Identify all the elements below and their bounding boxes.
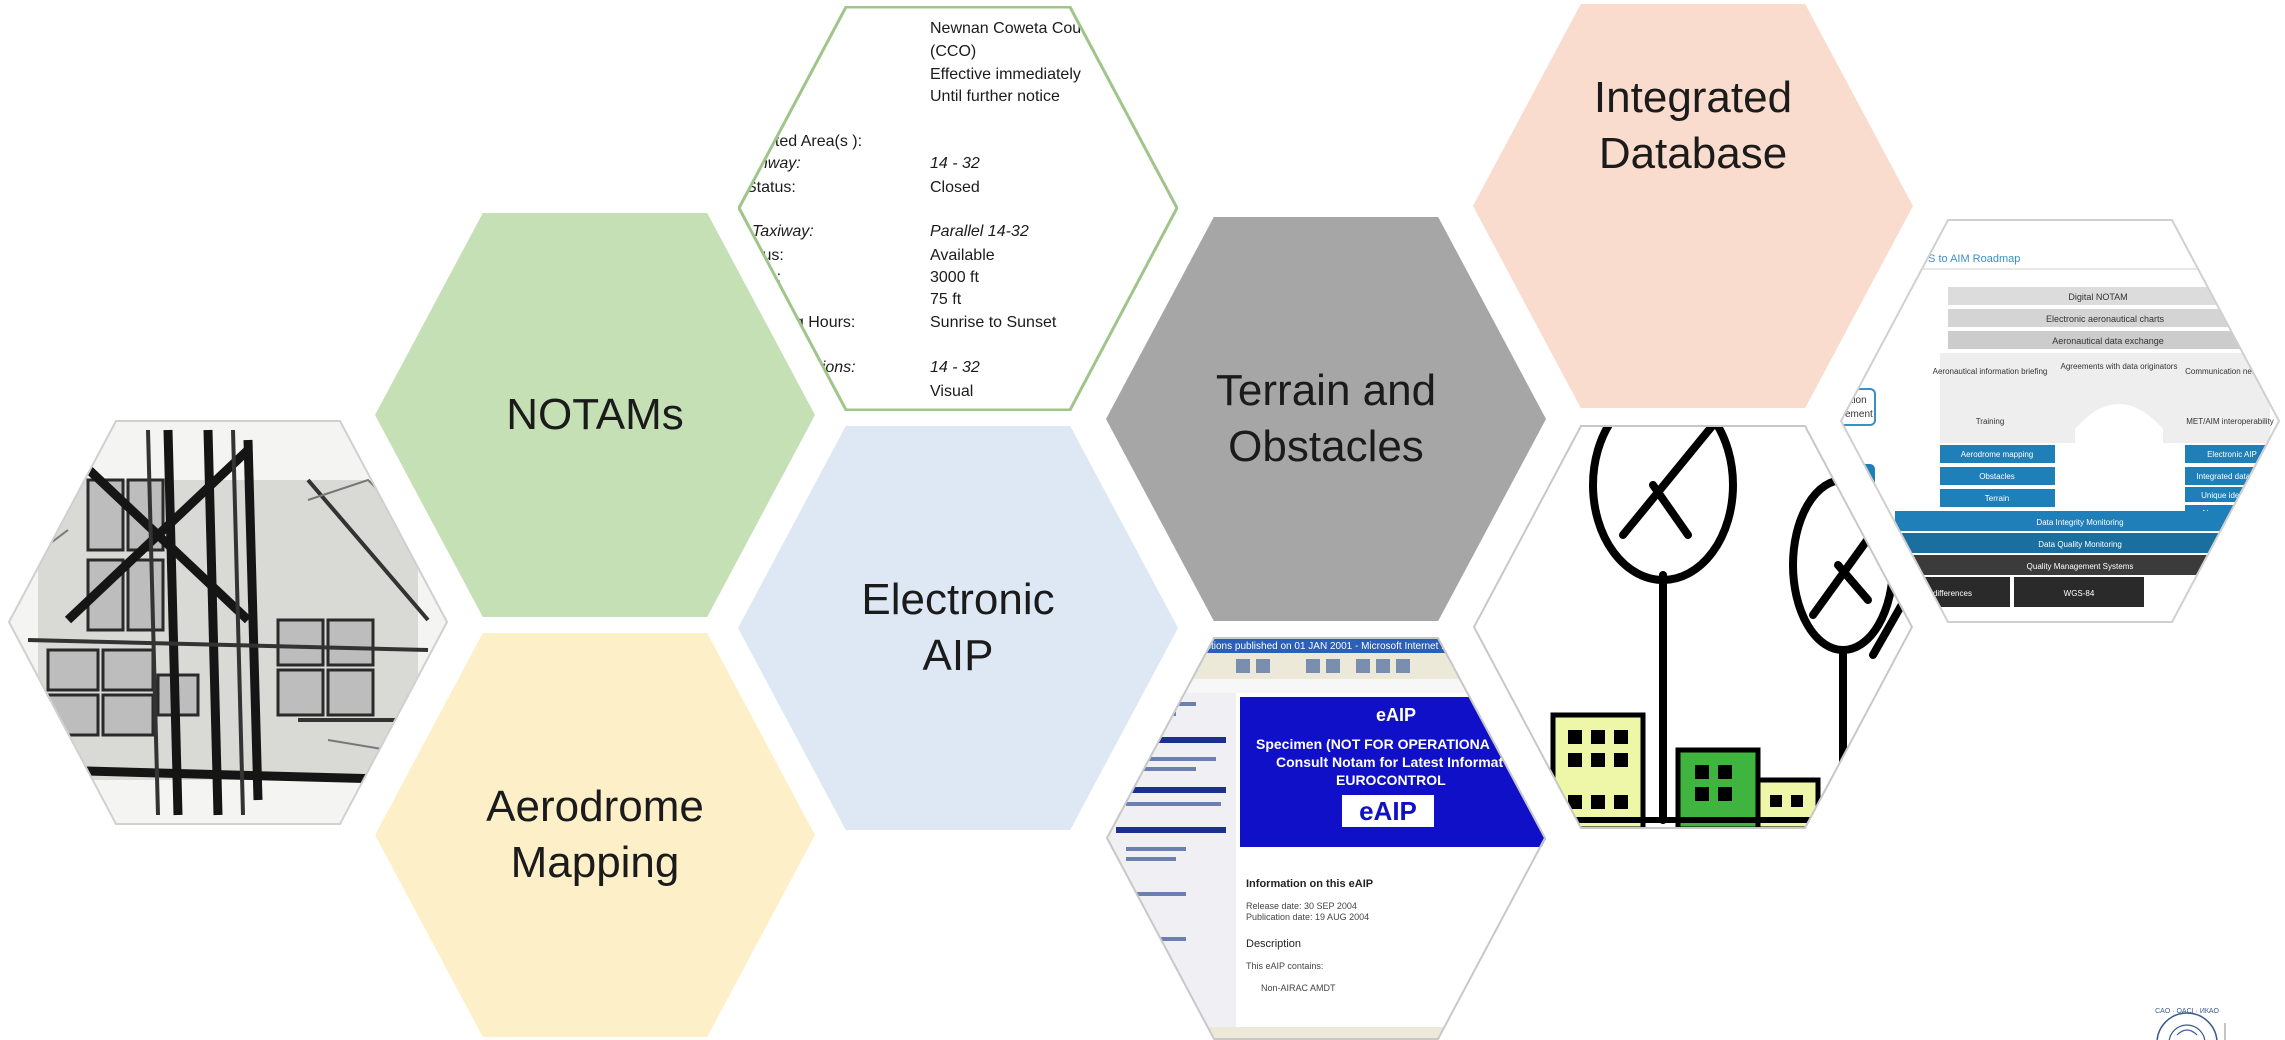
svg-text:CAO · OACI · ИКАО: CAO · OACI · ИКАО bbox=[2155, 1008, 2219, 1015]
aim-roadmap-image: IS to AIM Roadmap Digital NOTAM Electron… bbox=[1840, 219, 2280, 623]
eaip-screenshot-image: ctions published on 01 JAN 2001 - Micros… bbox=[1106, 637, 1546, 1040]
roadmap-title: IS to AIM Roadmap bbox=[1925, 253, 2020, 265]
notam-r9-label: tus: bbox=[758, 247, 784, 264]
roadmap-base2: Data Quality Monitoring bbox=[2038, 540, 2122, 549]
eaip-release-date: Release date: 30 SEP 2004 bbox=[1246, 901, 1357, 911]
roadmap-col3: Communication networks bbox=[2185, 367, 2275, 376]
notam-r13-value: 14 - 32 bbox=[930, 359, 980, 376]
notam-r3-value: Effective immediately bbox=[930, 66, 1081, 83]
notam-r7-label: Status: bbox=[746, 179, 796, 196]
roadmap-right3: Unique identifiers bbox=[2201, 491, 2263, 500]
terrain-obstacles-tile: Terrain and Obstacles bbox=[1106, 217, 1546, 621]
notam-r9-value: Available bbox=[930, 247, 995, 264]
notam-r10-value: 3000 ft bbox=[930, 269, 979, 286]
notam-r3-label: g: bbox=[768, 66, 781, 83]
roadmap-base3: Quality Management Systems bbox=[2027, 562, 2134, 571]
notam-r7-value: Closed bbox=[930, 179, 980, 196]
eaip-banner-line1: Specimen (NOT FOR OPERATIONA bbox=[1256, 736, 1490, 752]
notam-r4-value: Until further notice bbox=[930, 88, 1060, 105]
notams-tile: NOTAMs bbox=[375, 213, 815, 617]
roadmap-right2: Integrated database bbox=[2196, 472, 2268, 481]
roadmap-left1: Aerodrome mapping bbox=[1961, 450, 2033, 459]
roadmap-foot1: Annex differences bbox=[1908, 589, 1972, 598]
notam-r8-value: Parallel 14-32 bbox=[930, 223, 1029, 240]
roadmap-base1: Data Integrity Monitoring bbox=[2036, 518, 2123, 527]
notam-r8-label: Taxiway: bbox=[752, 223, 814, 240]
eaip-publication-date: Publication date: 19 AUG 2004 bbox=[1246, 912, 1369, 922]
notam-r2-value: (CCO) bbox=[930, 43, 976, 60]
roadmap-foot2: WGS-84 bbox=[2064, 589, 2095, 598]
roadmap-col4: Training bbox=[1976, 417, 2005, 426]
eaip-banner-title: eAIP bbox=[1376, 705, 1416, 725]
aerodrome-mapping-tile: Aerodrome Mapping bbox=[375, 633, 815, 1037]
notam-r6-value: 14 - 32 bbox=[930, 155, 980, 172]
eaip-description-heading: Description bbox=[1246, 938, 1301, 950]
notam-r12-value: Sunrise to Sunset bbox=[930, 314, 1057, 331]
eaip-bullet: Non-AIRAC AMDT bbox=[1261, 983, 1336, 993]
roadmap-side2: ement bbox=[1845, 409, 1873, 420]
eaip-banner-line3: EUROCONTROL bbox=[1336, 772, 1446, 788]
notams-label: NOTAMs bbox=[506, 390, 684, 439]
roadmap-col5: MET/AIM interoperability bbox=[2186, 417, 2274, 426]
terrain-obstacles-label: Terrain and Obstacles bbox=[1215, 366, 1437, 471]
notam-r11-label: : bbox=[758, 291, 762, 308]
notam-r10-label: rth: bbox=[758, 269, 781, 286]
roadmap-left2: Obstacles bbox=[1979, 472, 2015, 481]
eaip-window-title: ctions published on 01 JAN 2001 - Micros… bbox=[1206, 641, 1479, 652]
roadmap-col2: Agreements with data originators bbox=[2061, 362, 2178, 371]
eaip-info-heading: Information on this eAIP bbox=[1246, 878, 1373, 890]
notam-r11-value: 75 ft bbox=[930, 291, 962, 308]
notam-document-image: Newnan Coweta Cou (CCO) g: Effective imm… bbox=[738, 6, 1178, 411]
notam-r12-label: ting Hours: bbox=[778, 314, 855, 331]
integrated-database-tile: Integrated Database bbox=[1473, 4, 1913, 408]
eaip-logo-text: eAIP bbox=[1359, 796, 1417, 826]
notam-r14-value: Visual bbox=[930, 383, 973, 400]
notam-r6-label: unway: bbox=[750, 155, 801, 172]
eaip-description-text: This eAIP contains: bbox=[1246, 961, 1323, 971]
electronic-aip-label: Electronic AIP bbox=[861, 575, 1055, 680]
notam-r5-label: ected Area(s ): bbox=[758, 133, 862, 150]
roadmap-side1: ution bbox=[1845, 395, 1867, 406]
integrated-database-label: Integrated Database bbox=[1593, 73, 1793, 178]
roadmap-tier3: Aeronautical data exchange bbox=[2052, 336, 2164, 346]
notam-r13-label: strictions: bbox=[788, 359, 856, 376]
obstacles-clipart-image bbox=[1473, 425, 1913, 829]
aerodrome-mapping-label: Aerodrome Mapping bbox=[486, 782, 704, 887]
roadmap-tier1: Digital NOTAM bbox=[2068, 292, 2127, 302]
roadmap-right1: Electronic AIP bbox=[2207, 450, 2257, 459]
roadmap-left3: Terrain bbox=[1985, 494, 2009, 503]
electronic-aip-tile: Electronic AIP bbox=[738, 426, 1178, 830]
eaip-banner-line2: Consult Notam for Latest Informat bbox=[1276, 754, 1503, 770]
notam-r1-value: Newnan Coweta Cou bbox=[930, 20, 1081, 37]
aerodrome-aerial-image bbox=[8, 420, 448, 825]
roadmap-col1: Aeronautical information briefing bbox=[1933, 367, 2048, 376]
icao-logo: CAO · OACI · ИКАО bbox=[2155, 1008, 2226, 1040]
roadmap-tier2: Electronic aeronautical charts bbox=[2046, 314, 2165, 324]
